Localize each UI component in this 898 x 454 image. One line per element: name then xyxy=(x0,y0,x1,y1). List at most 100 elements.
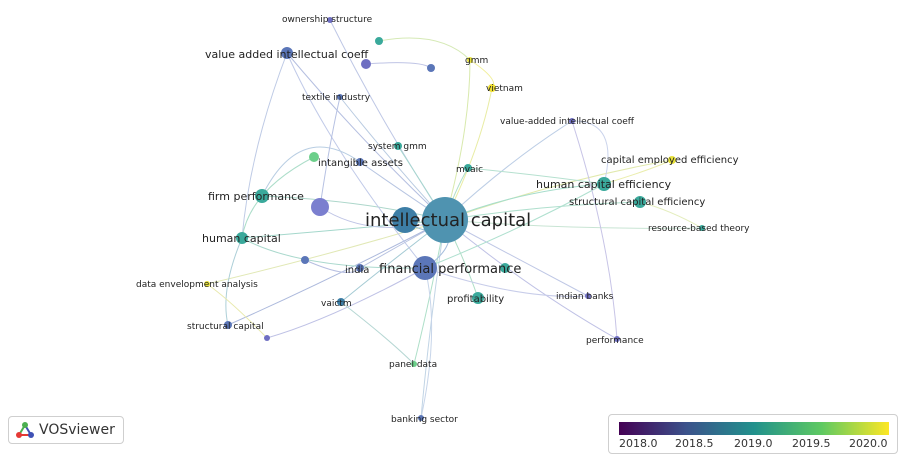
label-panel-data: panel data xyxy=(389,360,437,370)
label-structural-capital-efficiency: structural capital efficiency xyxy=(569,197,705,208)
node-small-purple-2[interactable] xyxy=(264,335,270,341)
edge xyxy=(266,267,426,339)
node-value-added-hyphen-intellectual-coeff[interactable] xyxy=(569,118,575,124)
legend-tick: 2019.5 xyxy=(792,437,831,450)
label-financial-performance: financial performance xyxy=(379,262,521,277)
edge xyxy=(206,219,446,285)
label-banking-sector: banking sector xyxy=(391,415,458,425)
edge xyxy=(206,283,268,339)
label-intangible-assets: intangible assets xyxy=(318,158,403,169)
node-human-capital[interactable] xyxy=(236,232,248,244)
node-mvaic[interactable] xyxy=(464,164,472,172)
edge xyxy=(365,62,432,69)
node-small-teal-2[interactable] xyxy=(500,263,510,273)
legend-tick: 2018.5 xyxy=(675,437,714,450)
legend-gradient-bar xyxy=(619,422,889,435)
edge xyxy=(444,201,641,221)
network-nodes xyxy=(204,17,705,421)
vosviewer-brand[interactable]: VOSviewer xyxy=(8,416,124,444)
cooccurrence-network: ownership structure value added intellec… xyxy=(136,15,750,425)
edge xyxy=(424,183,605,269)
label-mvaic: mvaic xyxy=(456,165,483,175)
node-structural-capital[interactable] xyxy=(224,321,232,329)
edge xyxy=(261,146,361,197)
label-resource-based-theory: resource-based theory xyxy=(648,224,750,234)
edge xyxy=(225,237,243,326)
edge xyxy=(241,219,446,239)
node-banking-sector[interactable] xyxy=(418,415,424,421)
node-vietnam[interactable] xyxy=(488,84,496,92)
node-small-purple[interactable] xyxy=(361,59,371,69)
node-small-blue[interactable] xyxy=(427,64,435,72)
legend-tick: 2019.0 xyxy=(734,437,773,450)
label-data-envelopment-analysis: data envelopment analysis xyxy=(136,280,258,290)
node-small-blue-2[interactable] xyxy=(301,256,309,264)
legend-tick: 2018.0 xyxy=(619,437,658,450)
node-panel-data[interactable] xyxy=(411,361,417,367)
node-data-envelopment-analysis[interactable] xyxy=(204,281,210,287)
label-intellectual-capital: intellectual capital xyxy=(365,210,531,231)
node-profitability[interactable] xyxy=(472,292,484,304)
network-labels: ownership structure value added intellec… xyxy=(136,15,750,425)
label-system-gmm: system gmm xyxy=(368,142,427,152)
node-performance[interactable] xyxy=(614,336,620,342)
edge xyxy=(444,159,673,221)
node-firm-performance[interactable] xyxy=(255,189,269,203)
node-intangible-assets[interactable] xyxy=(356,158,364,166)
edge xyxy=(444,219,589,297)
legend-tick: 2020.0 xyxy=(849,437,888,450)
node-small-green[interactable] xyxy=(309,152,319,162)
node-capital-employed-efficiency[interactable] xyxy=(668,156,676,164)
node-india[interactable] xyxy=(356,264,364,272)
label-structural-capital: structural capital xyxy=(187,322,264,332)
edge xyxy=(340,301,415,365)
label-performance: performance xyxy=(586,336,644,346)
edge xyxy=(319,96,341,208)
node-vaictm[interactable] xyxy=(337,298,345,306)
node-value-added-intellectual-coeff[interactable] xyxy=(281,47,293,59)
label-value-added-hyphen-intellectual-coeff: value-added intellectual coeff xyxy=(500,117,635,127)
edge xyxy=(444,219,618,340)
node-large-purple[interactable] xyxy=(311,198,329,216)
label-value-added-intellectual-coeff: value added intellectual coeff xyxy=(205,48,369,61)
label-ownership-structure: ownership structure xyxy=(282,15,373,25)
edge xyxy=(241,52,288,239)
label-profitability: profitability xyxy=(447,294,504,305)
edge xyxy=(286,52,446,221)
year-color-legend: 2018.0 2018.5 2019.0 2019.5 2020.0 xyxy=(608,414,898,454)
node-gmm[interactable] xyxy=(467,57,473,63)
edge xyxy=(571,120,609,185)
edge xyxy=(420,267,433,419)
edge xyxy=(378,37,471,61)
label-gmm: gmm xyxy=(465,56,488,66)
label-firm-performance: firm performance xyxy=(208,190,304,203)
label-vaictm: vaictm xyxy=(321,299,352,309)
label-human-capital: human capital xyxy=(202,232,281,245)
node-ownership-structure[interactable] xyxy=(327,17,333,23)
brand-name: VOSviewer xyxy=(39,422,115,438)
edge xyxy=(227,219,446,326)
edge xyxy=(444,59,471,221)
label-textile-industry: textile industry xyxy=(302,93,371,103)
node-indian-banks[interactable] xyxy=(585,293,591,299)
node-intellectual-capital[interactable] xyxy=(422,197,468,243)
node-human-capital-efficiency[interactable] xyxy=(597,177,611,191)
node-textile-industry[interactable] xyxy=(337,94,343,100)
edge xyxy=(286,52,426,269)
edge xyxy=(241,237,426,269)
edge xyxy=(467,167,605,185)
label-human-capital-efficiency: human capital efficiency xyxy=(536,178,672,191)
edge xyxy=(603,159,673,185)
node-financial-performance[interactable] xyxy=(413,256,437,280)
label-capital-employed-efficiency: capital employed efficiency xyxy=(601,155,739,166)
label-indian-banks: indian banks xyxy=(556,292,614,302)
node-mid-blue[interactable] xyxy=(392,207,418,233)
vosviewer-logo-icon xyxy=(16,422,34,438)
node-system-gmm[interactable] xyxy=(394,142,402,150)
label-vietnam: vietnam xyxy=(486,84,523,94)
node-resource-based-theory[interactable] xyxy=(699,225,705,231)
node-structural-capital-efficiency[interactable] xyxy=(634,196,646,208)
node-small-teal[interactable] xyxy=(375,37,383,45)
edge xyxy=(571,120,618,340)
edge xyxy=(444,219,703,229)
